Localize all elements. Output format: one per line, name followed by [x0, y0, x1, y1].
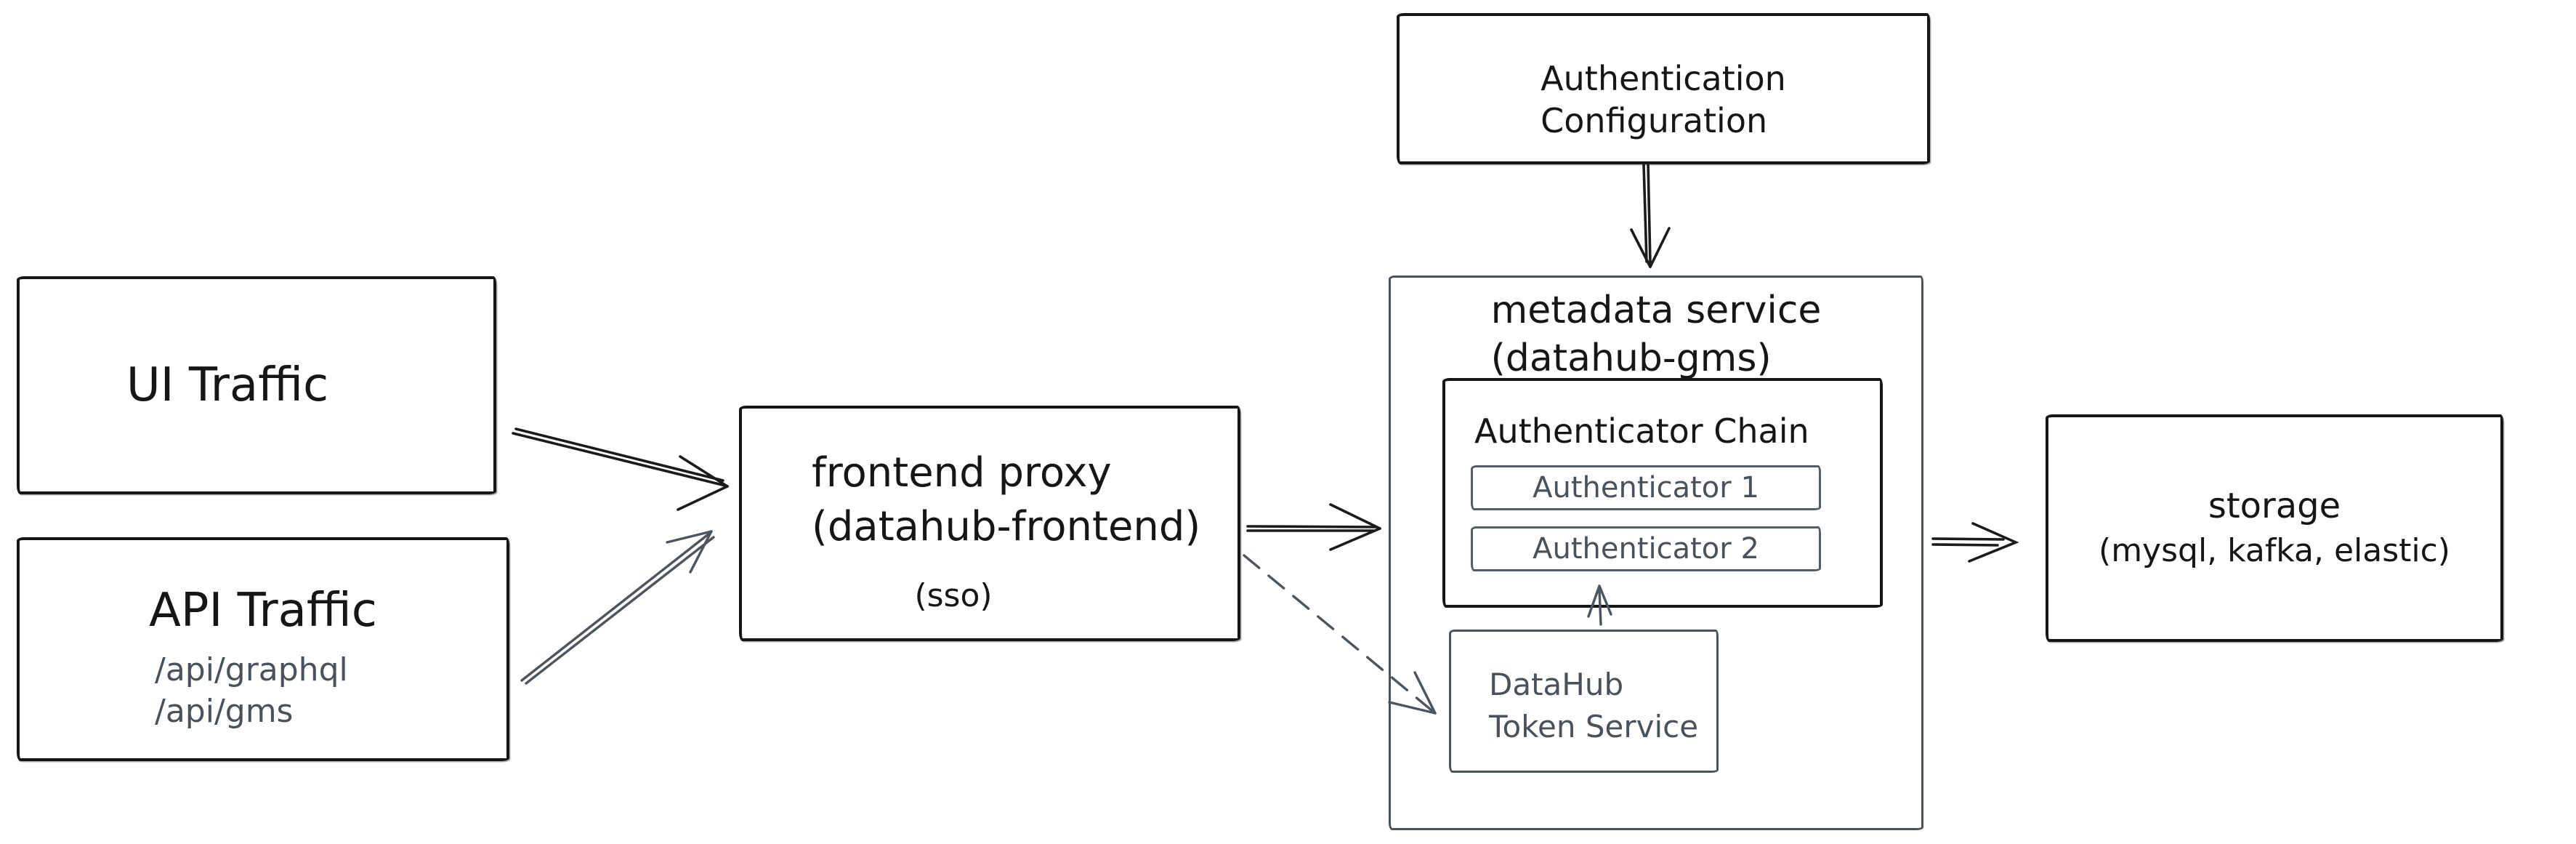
metadata-service-title-line2: (datahub-gms) — [1490, 337, 1772, 380]
authenticator-2-box: Authenticator 2 — [1471, 526, 1821, 571]
authenticator-1-box: Authenticator 1 — [1471, 465, 1821, 510]
frontend-proxy-title: frontend proxy (datahub-frontend) — [812, 446, 1200, 554]
token-service-box: DataHub Token Service — [1449, 630, 1719, 773]
frontend-proxy-title-line2: (datahub-frontend) — [812, 503, 1201, 550]
metadata-service-box: metadata service (datahub-gms) Authentic… — [1389, 276, 1923, 830]
token-service-label: DataHub Token Service — [1489, 664, 1698, 748]
storage-line2: (mysql, kafka, elastic) — [2099, 531, 2450, 569]
storage-box: storage (mysql, kafka, elastic) — [2046, 414, 2503, 642]
authenticator-chain-box: Authenticator Chain Authenticator 1 Auth… — [1442, 378, 1883, 608]
token-service-line2: Token Service — [1489, 709, 1699, 744]
auth-config-box: Authentication Configuration — [1397, 13, 1930, 164]
auth-config-line2: Configuration — [1541, 101, 1768, 140]
metadata-service-title-line1: metadata service — [1490, 289, 1822, 332]
authenticator-1-label: Authenticator 1 — [1533, 471, 1759, 505]
auth-config-label: Authentication Configuration — [1541, 57, 1786, 142]
ui-traffic-label: UI Traffic — [126, 358, 329, 412]
arrow-auth-config-to-metadata-service — [1630, 161, 1671, 268]
frontend-proxy-box: frontend proxy (datahub-frontend) (sso) — [739, 406, 1240, 641]
arrow-metadata-service-to-storage — [1931, 522, 2019, 563]
ui-traffic-box: UI Traffic — [17, 276, 496, 494]
authenticator-2-label: Authenticator 2 — [1533, 532, 1759, 566]
api-traffic-box: API Traffic /api/graphql /api/gms — [17, 537, 509, 761]
authenticator-chain-label: Authenticator Chain — [1474, 411, 1809, 451]
frontend-proxy-sso-label: (sso) — [914, 577, 993, 614]
arrow-api-traffic-to-frontend-proxy — [520, 530, 715, 685]
token-service-line1: DataHub — [1489, 667, 1624, 702]
metadata-service-title: metadata service (datahub-gms) — [1491, 286, 1822, 382]
api-route-graphql: /api/graphql — [155, 651, 348, 688]
arrow-ui-traffic-to-frontend-proxy — [512, 427, 729, 511]
arrow-frontend-proxy-to-metadata-service — [1246, 503, 1381, 551]
api-traffic-label: API Traffic — [149, 584, 377, 638]
storage-line1: storage — [2208, 485, 2341, 526]
frontend-proxy-title-line1: frontend proxy — [812, 449, 1112, 497]
api-route-gms: /api/gms — [155, 693, 294, 730]
storage-label: storage (mysql, kafka, elastic) — [2099, 483, 2450, 574]
api-traffic-routes: /api/graphql /api/gms — [155, 649, 348, 732]
auth-config-line1: Authentication — [1541, 59, 1786, 98]
